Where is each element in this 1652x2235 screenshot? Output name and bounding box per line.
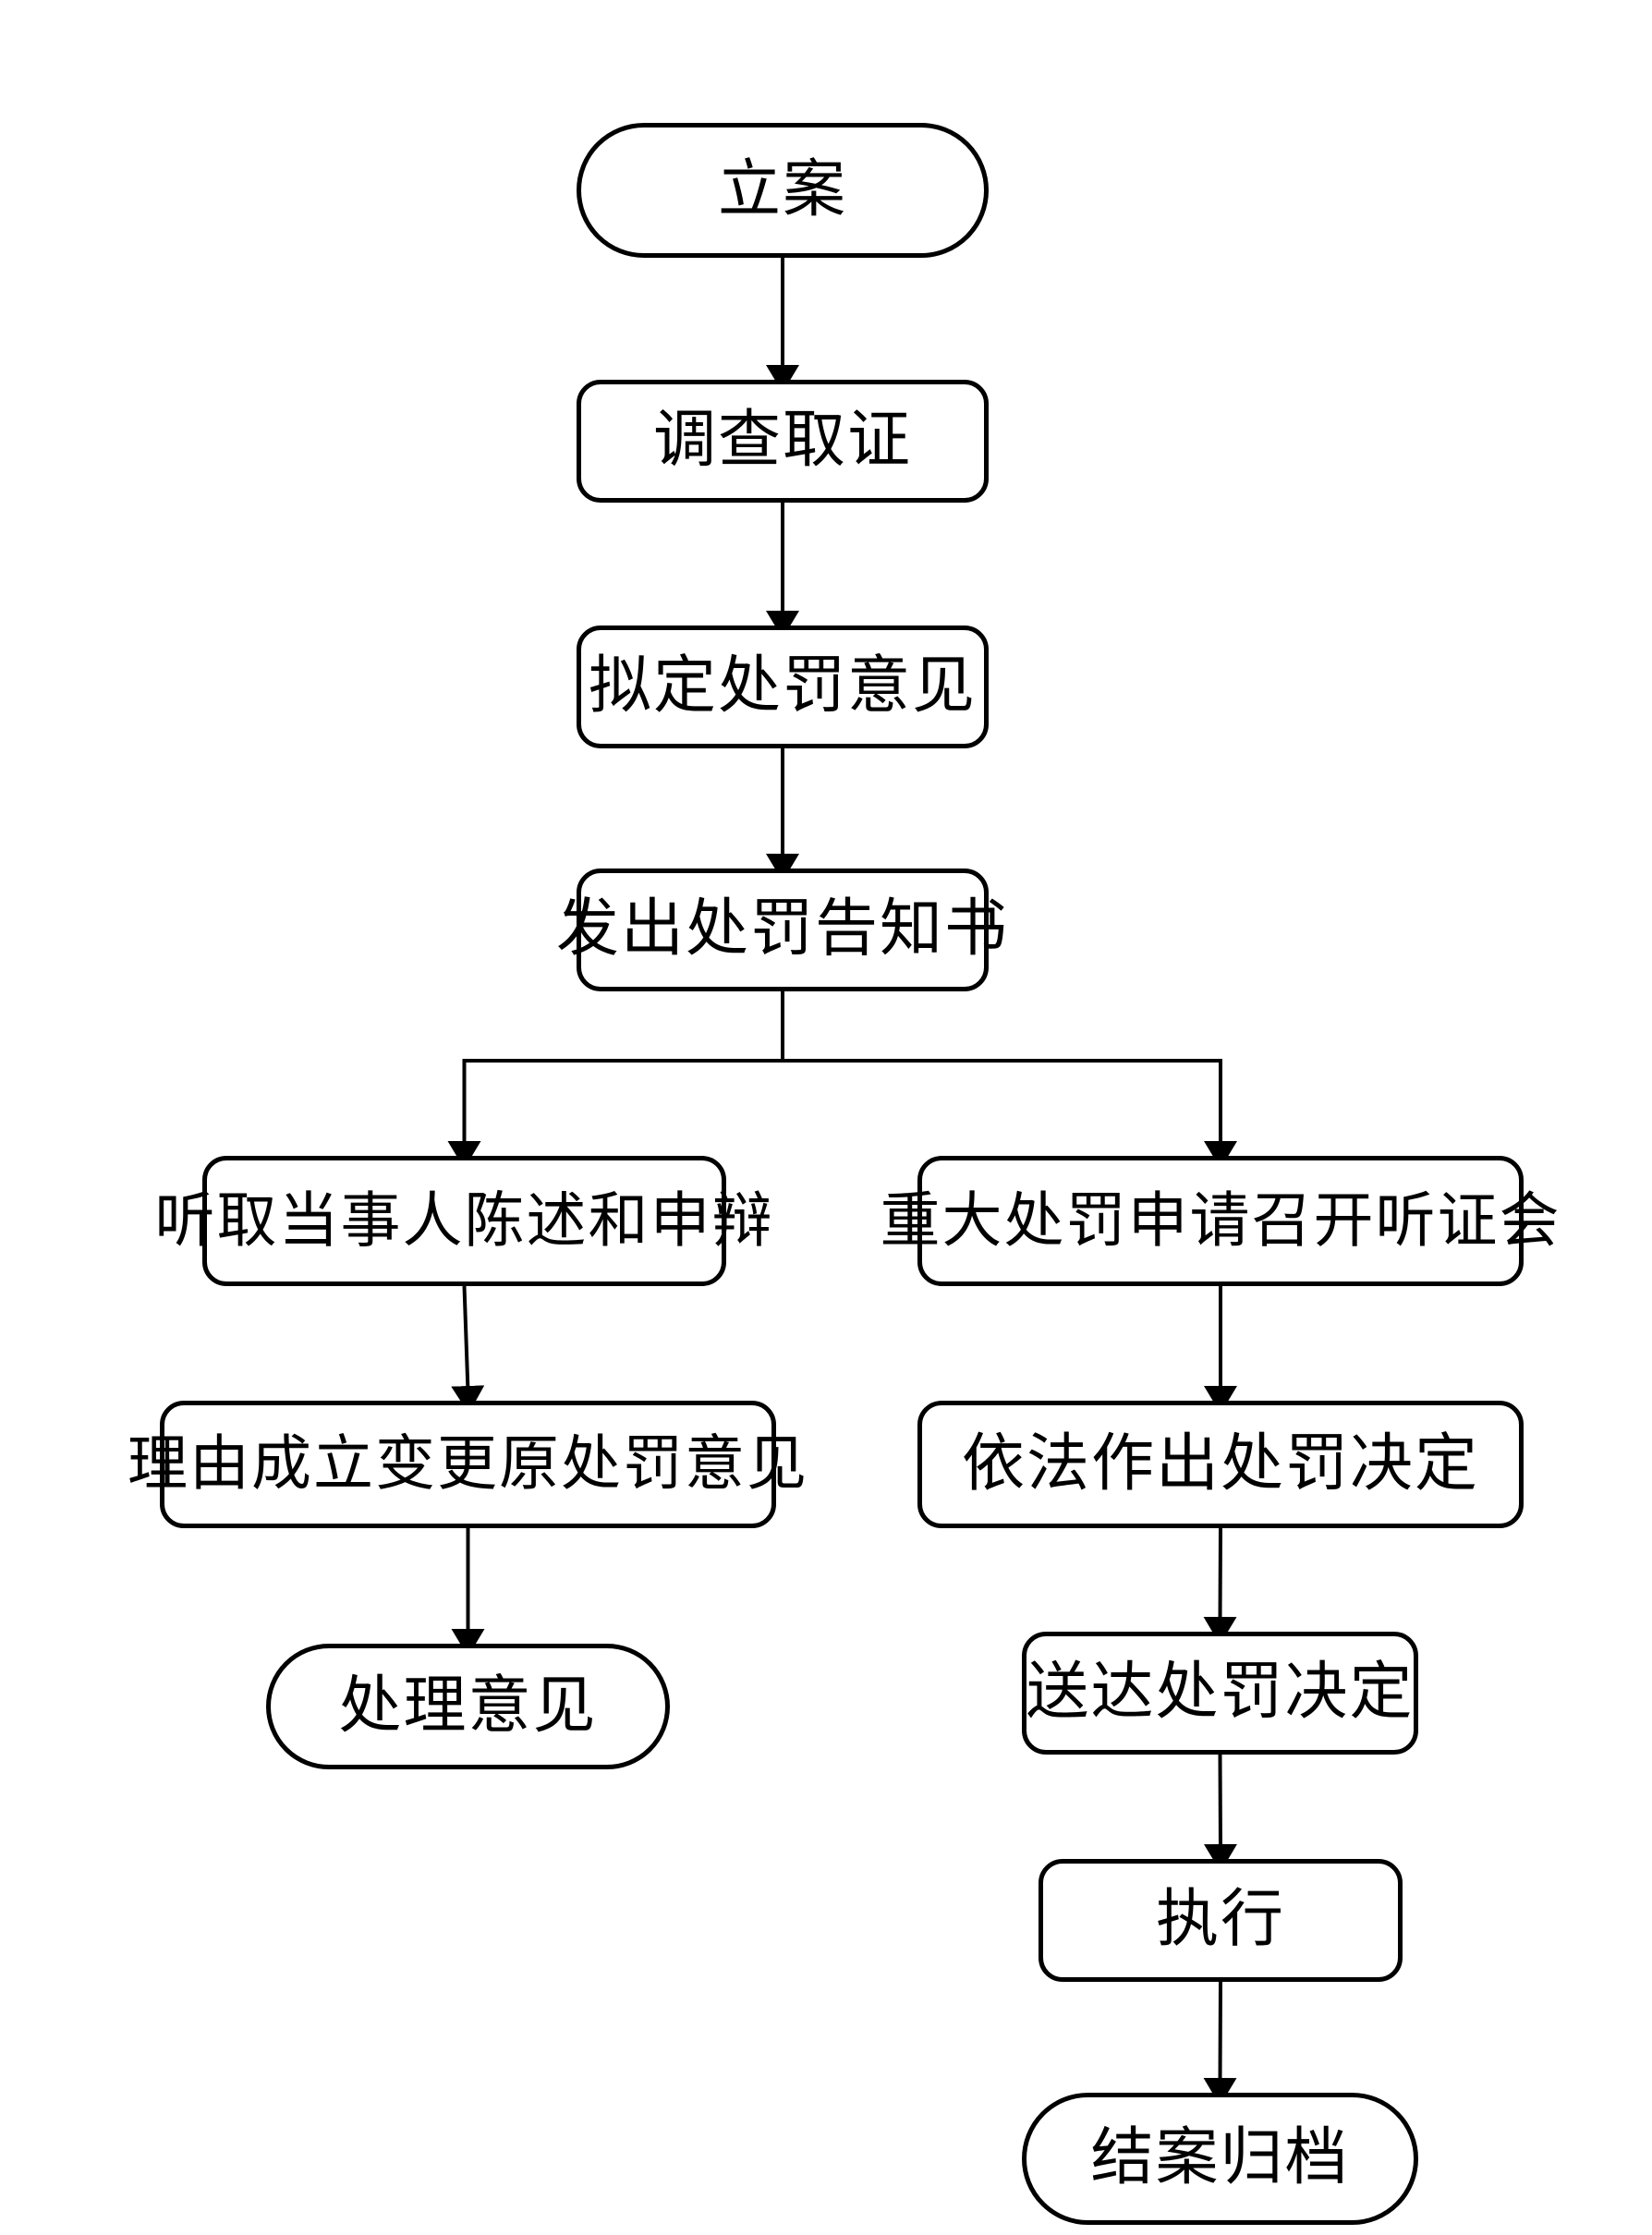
flow-node-label: 立案 [717,152,847,226]
flow-node-label: 调查取证 [652,404,912,478]
flow-node-label: 拟定处罚意见 [588,650,977,723]
flow-node-label: 处理意见 [338,1669,598,1743]
flow-node-n6: 重大处罚申请召开听证会 [881,1156,1560,1286]
flow-node-n7: 理由成立变更原处罚意见 [128,1401,807,1528]
flow-node-label: 理由成立变更原处罚意见 [128,1429,809,1500]
flow-node-label: 重大处罚申请召开听证会 [880,1185,1561,1256]
flow-node-label: 结案归档 [1090,2121,1350,2195]
flow-node-n4: 发出处罚告知书 [556,868,1007,991]
flow-node-label: 依法作出处罚决定 [961,1427,1479,1500]
flow-node-label: 听取当事人陈述和申辩 [154,1185,774,1256]
flow-node-n3: 拟定处罚意见 [577,626,989,748]
flow-node-n1: 立案 [577,123,989,258]
flow-node-n5: 听取当事人陈述和申辩 [155,1156,772,1286]
flow-node-n12: 结案归档 [1022,2093,1418,2225]
flow-node-n9: 处理意见 [266,1644,670,1769]
flow-node-n11: 执行 [1039,1859,1403,1982]
flow-node-n8: 依法作出处罚决定 [917,1401,1524,1528]
edge-n4-to-n6 [783,1059,1237,1169]
flow-node-n10: 送达处罚决定 [1022,1632,1418,1755]
edge-n4-to-n5 [447,1059,783,1169]
edge-n5-to-n7 [451,1285,485,1414]
flow-node-label: 送达处罚决定 [1026,1656,1415,1730]
flow-node-n2: 调查取证 [577,380,989,503]
flow-node-label: 发出处罚告知书 [556,893,1010,966]
flow-node-label: 执行 [1155,1883,1285,1957]
